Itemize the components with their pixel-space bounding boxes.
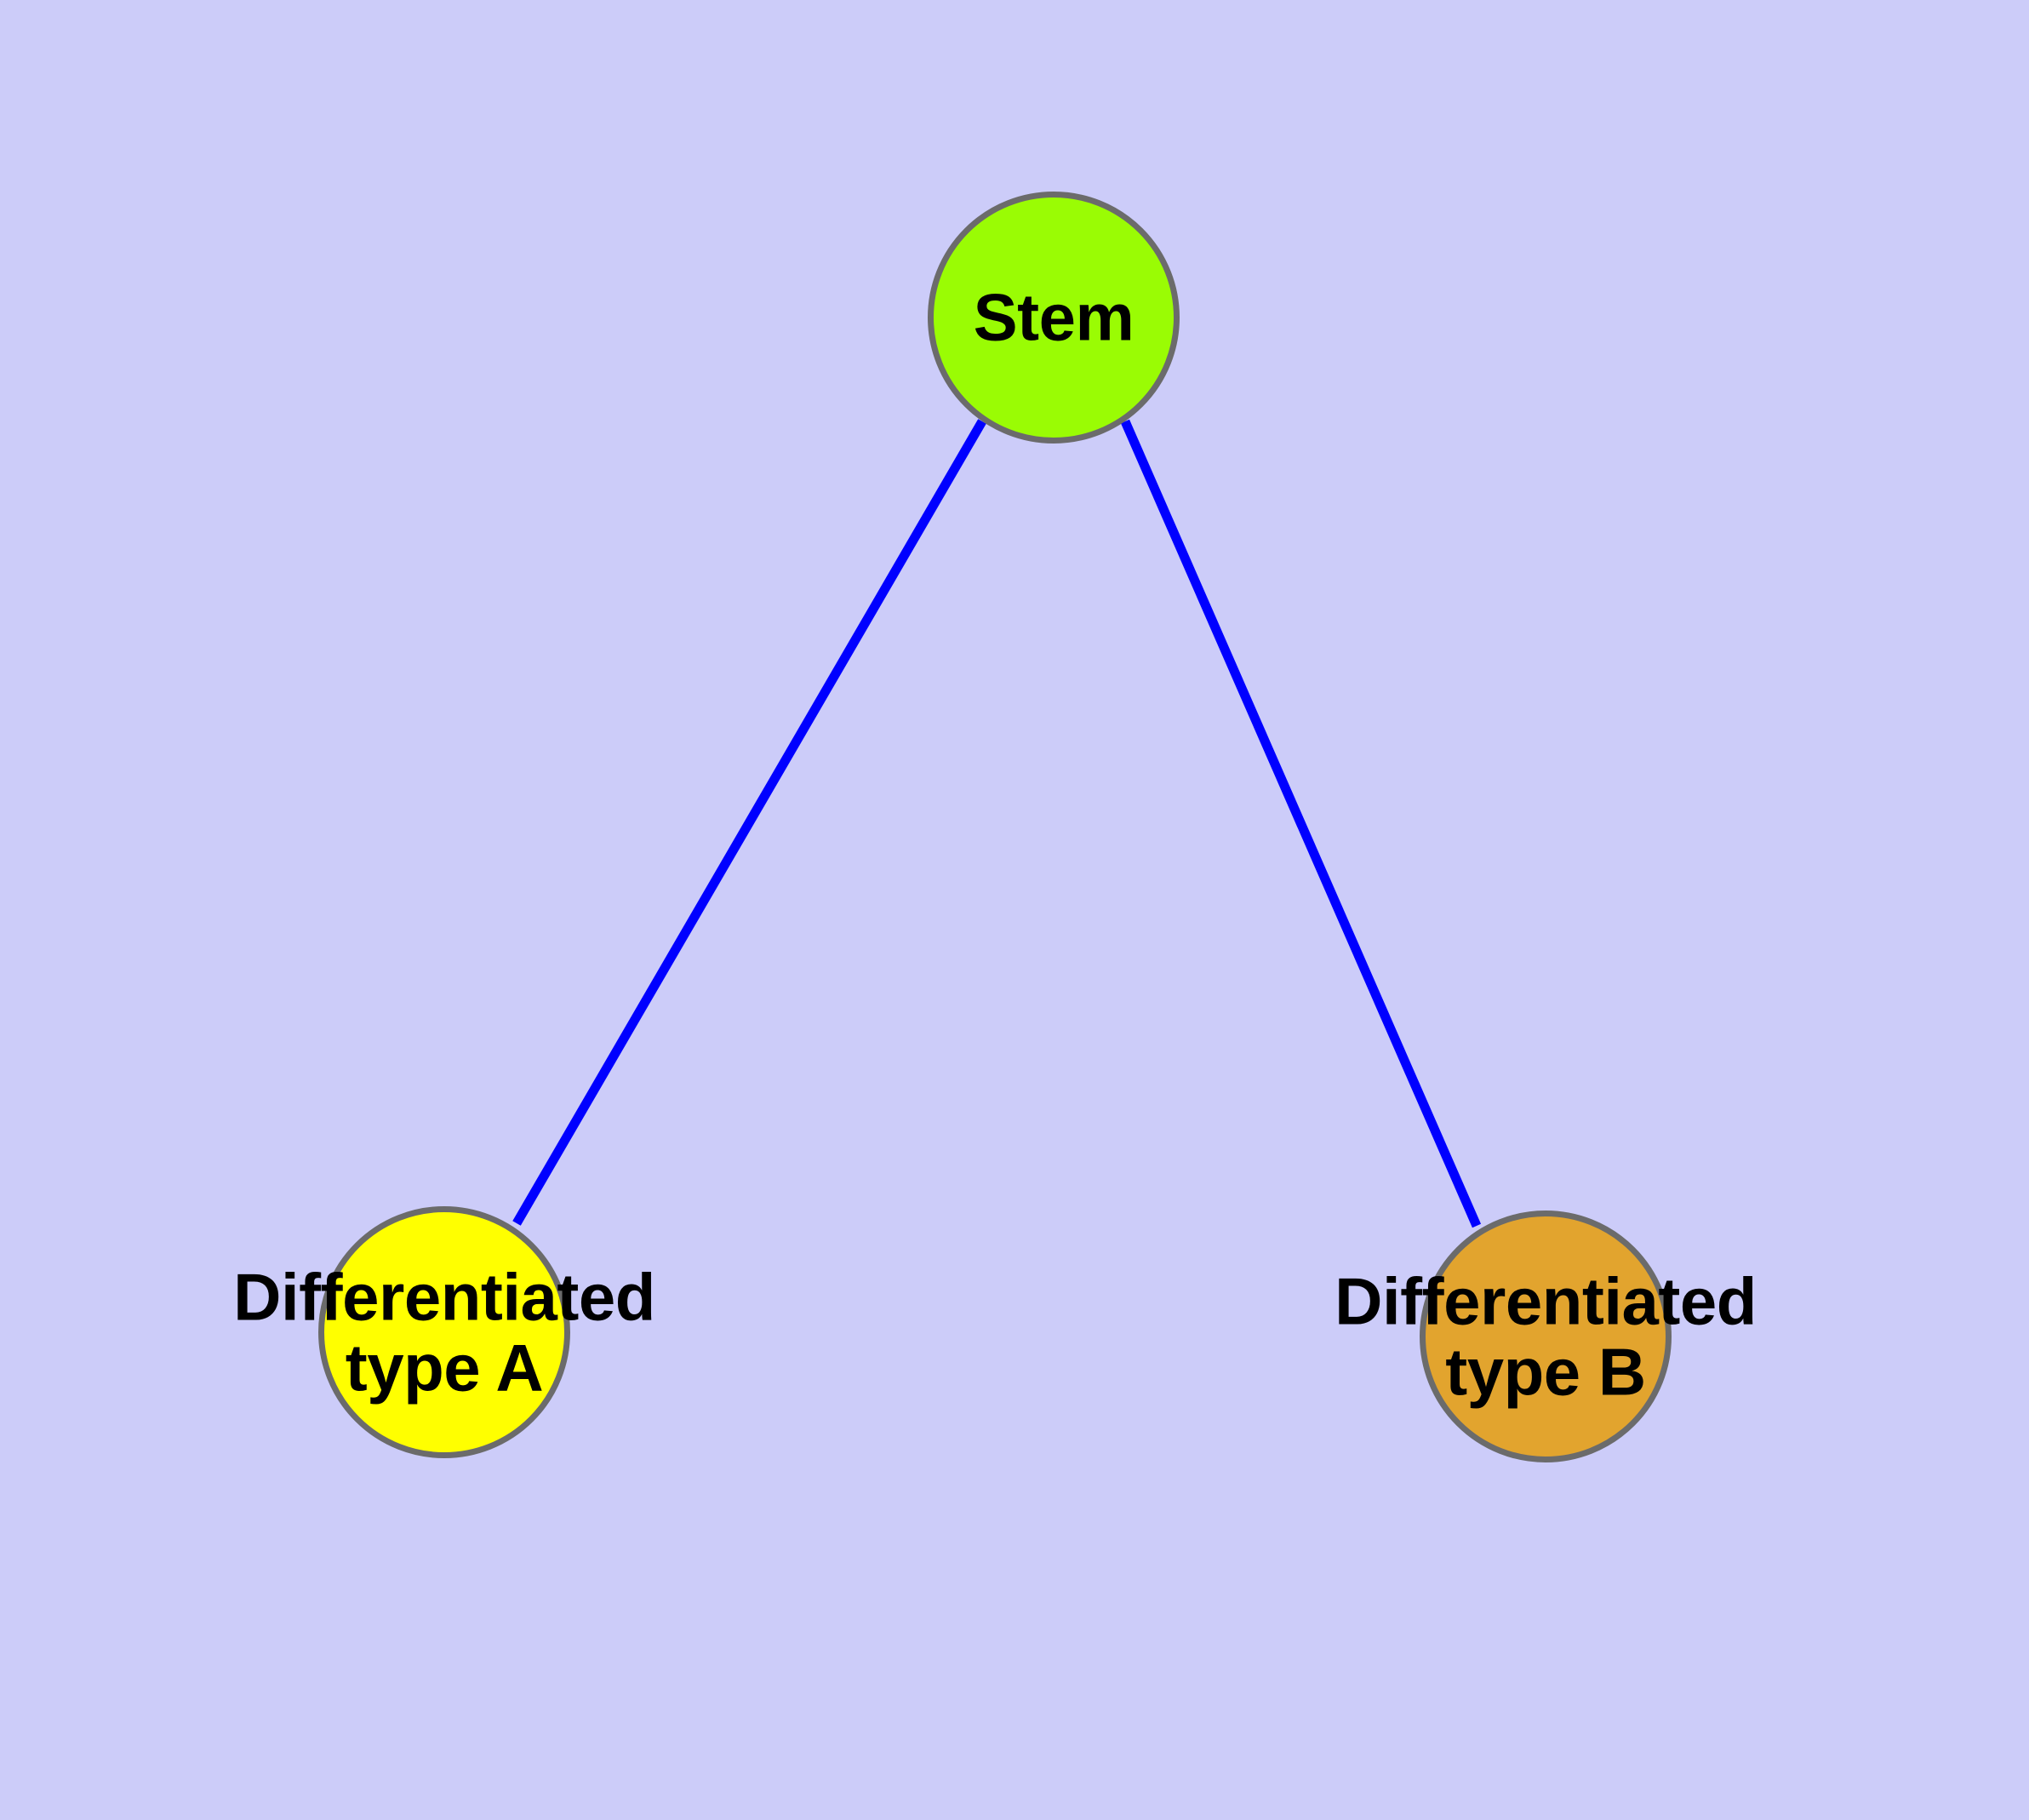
node-differentiated-type-a[interactable]: [318, 1206, 570, 1458]
edge-stem-to-diff-a: [512, 419, 986, 1226]
node-differentiated-type-b[interactable]: [1420, 1210, 1672, 1462]
edge-stem-to-diff-b: [1120, 419, 1482, 1228]
node-stem[interactable]: [928, 192, 1180, 444]
